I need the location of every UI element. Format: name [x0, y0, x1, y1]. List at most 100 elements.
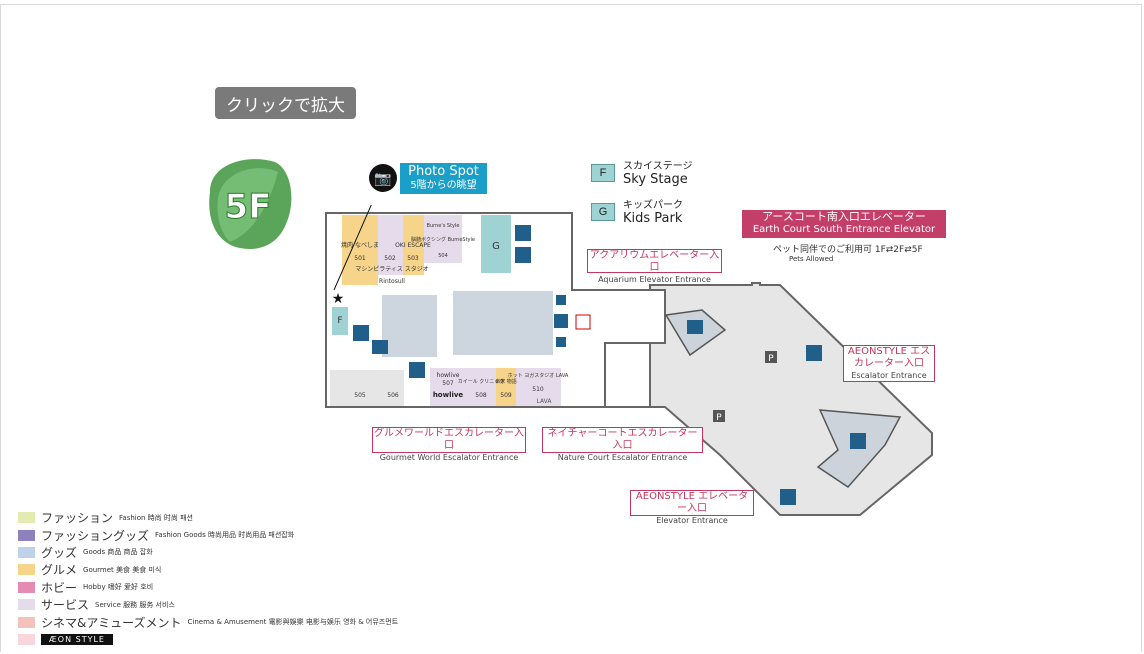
legend-item: ÆON STYLE — [18, 631, 398, 648]
tag-f-en: Sky Stage — [623, 172, 688, 187]
camera-icon: 📷 — [369, 164, 397, 192]
store-507-block — [430, 368, 466, 406]
legend-swatch — [18, 599, 35, 611]
nature-en: Nature Court Escalator Entrance — [557, 453, 688, 462]
photo-spot-label[interactable]: Photo Spot 5階からの眺望 — [400, 163, 487, 194]
legend-swatch — [18, 546, 35, 558]
store-509-num: 509 — [500, 392, 512, 399]
gourmet-jp: グルメワールドエスカレーター入口 — [374, 428, 524, 451]
store-503-block — [403, 215, 424, 275]
legend-swatch — [18, 564, 35, 576]
legend-label: ファッション — [41, 511, 114, 526]
rintosull-name: マシンピラティス スタジオ — [355, 265, 429, 273]
earth-court-elevator-label[interactable]: アースコート南入口エレベーター Earth Court South Entran… — [742, 210, 946, 238]
store-503-num: 503 — [407, 255, 419, 262]
legend-multilang: Cinema & Amusement 電影與娛樂 电影与娱乐 영화 & 어뮤즈먼… — [187, 618, 399, 627]
elevator-icon-aeon — [780, 489, 796, 505]
elevator-icon-aquarium — [554, 314, 568, 328]
legend-multilang: Service 服務 服务 서비스 — [95, 600, 175, 609]
map-frame — [0, 4, 1142, 652]
store-504-name: Burne's Style — [427, 223, 460, 229]
legend-swatch — [18, 581, 35, 593]
store-501-num: 501 — [354, 255, 366, 262]
legend-multilang: Gourmet 美食 美食 미식 — [83, 565, 162, 574]
store-503-name: OKI ESCAPE — [395, 242, 431, 249]
sky-stage-letter: F — [337, 316, 342, 326]
atrium-left — [382, 295, 437, 357]
tag-g-jp: キッズパーク — [623, 200, 683, 211]
pets-en: Pets Allowed — [789, 255, 834, 263]
parking-icon-2 — [713, 410, 725, 422]
aeon-elevator-jp: AEONSTYLE エレベーター入口 — [635, 491, 749, 514]
store-508-block — [466, 368, 496, 406]
kids-park-block — [481, 215, 511, 273]
store-510-logo: LAVA — [536, 398, 552, 405]
parking-p-1: P — [768, 354, 774, 364]
legend-swatch — [18, 616, 35, 628]
accessible-restroom-icon — [515, 247, 531, 263]
pets-note: ペット同伴でのご利用可 1F⇄2F⇄5F Pets Allowed — [773, 242, 923, 263]
store-509-name: 串家 物語 — [495, 378, 517, 385]
aeon-escalator-jp: AEONSTYLE エスカレーター入口 — [847, 346, 931, 369]
aquarium-en: Aquarium Elevator Entrance — [598, 275, 711, 284]
legend-swatch — [18, 633, 35, 645]
aeon-style-badge: ÆON STYLE — [41, 633, 113, 645]
store-504-name2: 脳髄ボクシング BurneStyle — [411, 236, 475, 243]
floor-plan: 焼肉 なべしま 501 502 OKI ESCAPE 503 Burne's S… — [325, 205, 933, 516]
store-504-block — [424, 215, 462, 263]
legend-swatch — [18, 512, 35, 524]
gourmet-en: Gourmet World Escalator Entrance — [379, 453, 519, 462]
legend-item: グルメ Gourmet 美食 美食 미식 — [18, 561, 398, 578]
legend-item: グッズ Goods 商品 商品 잡화 — [18, 544, 398, 561]
store-504-num: 504 — [438, 253, 448, 259]
nature-jp: ネイチャーコートエスカレーター入口 — [547, 428, 698, 451]
legend-label: グルメ — [41, 563, 78, 578]
tag-g-en: Kids Park — [623, 211, 683, 226]
store-502-num: 502 — [384, 255, 396, 262]
nature-escalator-callout[interactable]: ネイチャーコートエスカレーター入口 Nature Court Escalator… — [542, 427, 703, 462]
legend-multilang: Goods 商品 商品 잡화 — [83, 548, 153, 557]
store-501-name: 焼肉 なべしま — [341, 241, 379, 249]
aeon-elevator-en: Elevator Entrance — [656, 516, 728, 525]
legend-item: サービス Service 服務 服务 서비스 — [18, 596, 398, 613]
photo-spot-star-icon: ★ — [332, 291, 345, 307]
legend-label: ホビー — [41, 580, 78, 595]
aeon-elevator-callout[interactable]: AEONSTYLE エレベーター入口 Elevator Entrance — [630, 490, 754, 525]
tag-g-letter: G — [591, 203, 615, 221]
pets-jp: ペット同伴でのご利用可 1F⇄2F⇄5F — [773, 245, 923, 255]
aquarium-elevator-callout[interactable]: アクアリウムエレベーター入口 Aquarium Elevator Entranc… — [587, 249, 722, 284]
legend-label: ファッショングッズ — [41, 528, 150, 543]
legend-label: グッズ — [41, 545, 78, 560]
store-510-num: 510 — [532, 386, 544, 393]
store-507-logo: howlive — [433, 391, 464, 399]
sky-stage-block — [332, 307, 348, 335]
legend-item: ファッショングッズ Fashion Goods 時尚用品 时尚用品 패션잡화 — [18, 526, 398, 543]
tag-f-letter: F — [591, 164, 615, 182]
store-505-num: 505 — [354, 392, 366, 399]
store-507-name: howlive — [437, 372, 460, 379]
floor-label: 5F — [225, 187, 272, 227]
photo-spot-title: Photo Spot — [408, 164, 479, 179]
store-509-block — [496, 368, 516, 406]
legend-multilang: Fashion Goods 時尚用品 时尚用品 패션잡화 — [155, 531, 295, 540]
zoom-button[interactable]: クリックで拡大 — [215, 87, 356, 119]
store-505-block — [330, 370, 376, 406]
escalator-icon-nature — [687, 320, 703, 334]
restroom-icon — [515, 225, 531, 241]
store-506-block — [376, 370, 404, 406]
aeon-escalator-callout[interactable]: AEONSTYLE エスカレーター入口 Escalator Entrance — [843, 345, 935, 382]
legend-label: サービス — [41, 598, 90, 613]
legend-swatch — [18, 529, 35, 541]
atrium-center — [453, 291, 553, 355]
store-501-block — [342, 215, 378, 285]
elevator-icon-aquarium-top — [556, 295, 566, 305]
kids-park-letter: G — [492, 241, 500, 252]
photo-spot-sub: 5階からの眺望 — [410, 180, 477, 191]
gourmet-escalator-callout[interactable]: グルメワールドエスカレーター入口 Gourmet World Escalator… — [372, 427, 526, 462]
